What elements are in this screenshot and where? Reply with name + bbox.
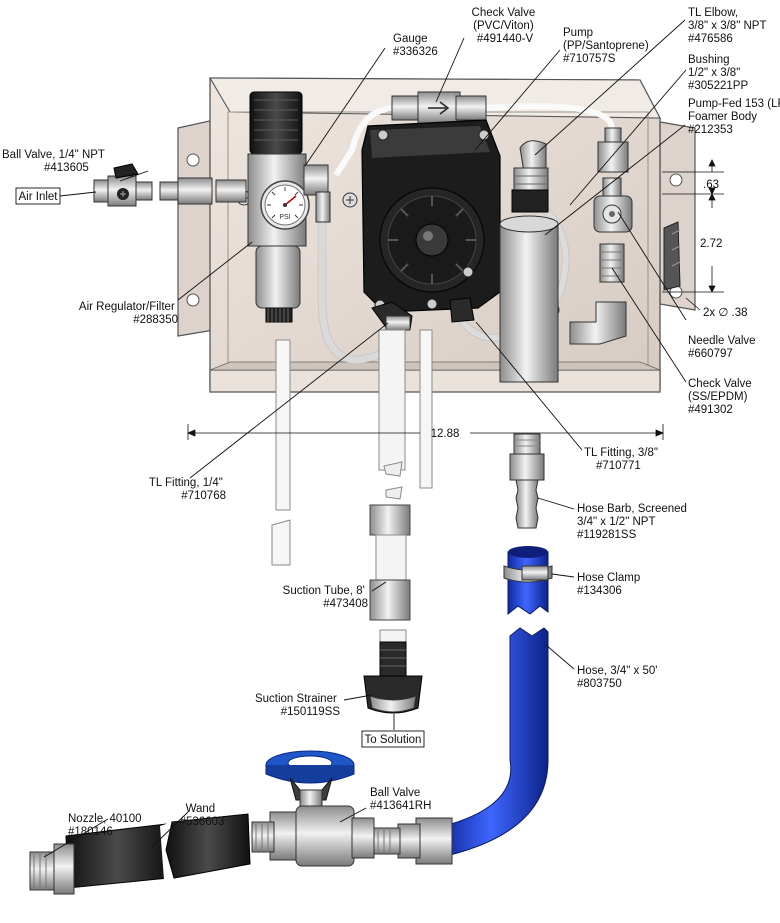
suction-tube-assembly [271,329,433,714]
dim-hole-diameter: 2x ∅ .38 [703,307,748,319]
callout-ball-valve-large: Ball Valve #413641RH [370,787,431,812]
callout-pump: Pump (PP/Santoprene) #710757S [563,27,652,65]
foamer-body [499,215,559,383]
callout-check-valve-ss: Check Valve (SS/EPDM) #491302 [688,378,755,416]
to-solution-label: To Solution [361,730,425,748]
wand [65,813,251,889]
callout-tl-elbow: TL Elbow, 3/8" x 3/8" NPT #476586 [688,7,769,45]
callout-foamer-body: Pump-Fed 153 (LF) Foamer Body #212353 [688,98,780,136]
bushing [511,189,549,213]
check-valve-ss [599,243,625,283]
callout-hose-clamp: Hose Clamp #134306 [577,572,643,597]
callout-hose: Hose, 3/4" x 50' #803750 [577,665,661,690]
callout-suction-strainer: Suction Strainer #150119SS [255,693,340,718]
dim-width: 12.88 [431,428,460,440]
callout-check-valve-pvc: Check Valve (PVC/Viton) #491440-V [472,7,539,45]
callout-tl-fitting-14: TL Fitting, 1/4" #710768 [149,477,226,502]
callout-needle-valve: Needle Valve #660797 [688,335,759,360]
leader-lines [43,19,687,858]
callout-wand: Wand #536603 [180,803,225,828]
callout-hose-barb: Hose Barb, Screened 3/4" x 1/2" NPT #119… [577,503,690,541]
needle-valve [593,177,633,233]
gauge-face-text: PSI [279,214,290,221]
blue-hose-lower [371,627,549,865]
discharge-elbow [569,301,627,345]
tl-elbow [513,140,549,193]
dimension-lines [186,159,724,440]
pump [361,119,501,331]
hose-clamp [503,565,553,583]
callout-ball-valve-small: Ball Valve, 1/4" NPT #413605 [2,149,108,174]
dim-top-offset: .63 [703,179,719,191]
callout-tl-fitting-38: TL Fitting, 3/8" #710771 [584,447,661,472]
dim-hole-spacing: 2.72 [700,238,722,250]
air-inlet-label: Air Inlet [15,187,97,205]
check-valve-pvc [391,91,487,125]
callout-air-regulator: Air Regulator/Filter #288350 [79,301,178,326]
callout-gauge: Gauge #336326 [393,33,438,58]
air-inlet-fittings [159,177,247,205]
hose-barb [509,433,545,529]
to-solution-text: To Solution [365,734,422,746]
callout-bushing: Bushing 1/2" x 3/8" #305221PP [688,54,748,92]
ball-valve-large [251,750,375,867]
callout-nozzle: Nozzle, 40100 #180146 [68,813,145,838]
tl-fitting-top-right [597,127,629,173]
air-regulator-filter: PSI [247,91,331,323]
callout-suction-tube: Suction Tube, 8' #473408 [283,585,368,610]
nozzle [29,843,75,895]
air-inlet-text: Air Inlet [19,191,59,203]
right-bracket-hardware [663,221,681,291]
ball-valve-quarter-inch [93,163,153,207]
